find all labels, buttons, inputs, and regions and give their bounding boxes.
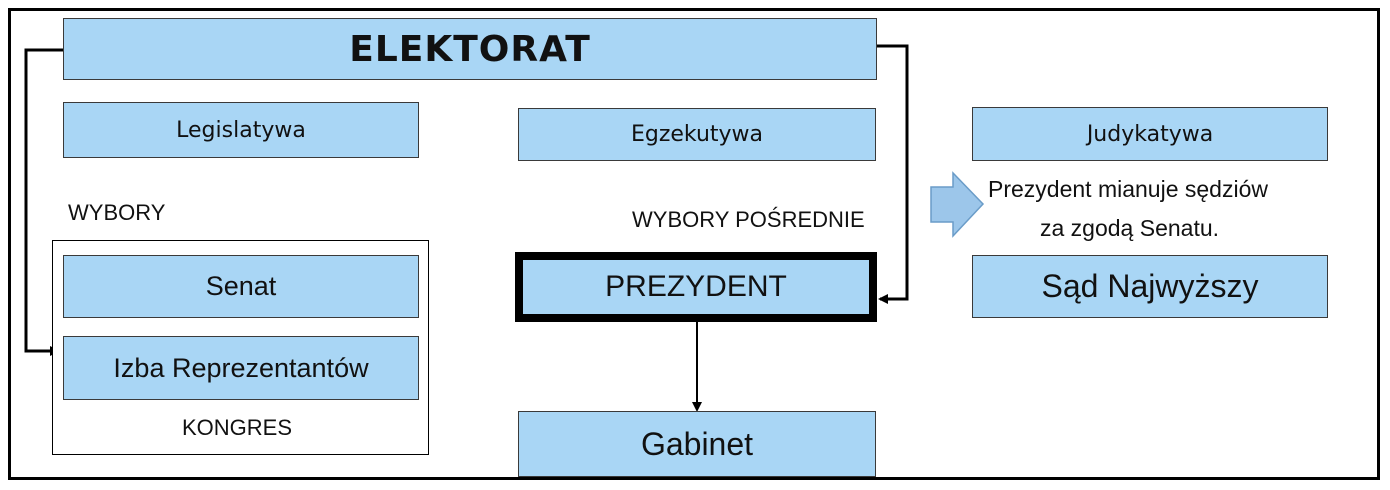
node-egzekutywa-label: Egzekutywa bbox=[630, 122, 764, 147]
node-prezydent: PREZYDENT bbox=[515, 252, 877, 322]
node-elektorat: ELEKTORAT bbox=[63, 18, 877, 80]
node-legislatywa-label: Legislatywa bbox=[176, 117, 306, 143]
connector-elektorat-to-prezydent bbox=[877, 44, 909, 304]
node-izba-label: Izba Reprezentantów bbox=[113, 352, 369, 383]
node-gabinet-label: Gabinet bbox=[640, 425, 754, 462]
node-izba-reprezentantow: Izba Reprezentantów bbox=[63, 336, 419, 400]
right-block-arrow-icon bbox=[930, 171, 985, 238]
label-mianuje-line2: za zgodą Senatu. bbox=[1040, 215, 1220, 241]
node-judykatywa: Judykatywa bbox=[972, 107, 1328, 161]
node-elektorat-label: ELEKTORAT bbox=[349, 28, 591, 70]
node-gabinet: Gabinet bbox=[518, 411, 876, 477]
label-kongres: KONGRES bbox=[182, 415, 293, 440]
node-legislatywa: Legislatywa bbox=[63, 102, 419, 158]
label-mianuje-line1: Prezydent mianuje sędziów bbox=[988, 176, 1268, 202]
node-senat: Senat bbox=[63, 255, 419, 318]
node-judykatywa-label: Judykatywa bbox=[1086, 121, 1214, 147]
node-prezydent-label: PREZYDENT bbox=[605, 270, 787, 303]
label-wybory: WYBORY bbox=[68, 200, 166, 225]
node-sad-label: Sąd Najwyższy bbox=[1041, 268, 1259, 304]
node-senat-label: Senat bbox=[205, 271, 277, 301]
connector-elektorat-to-izba bbox=[24, 48, 63, 356]
node-egzekutywa: Egzekutywa bbox=[518, 108, 876, 161]
node-sad-najwyzszy: Sąd Najwyższy bbox=[972, 255, 1328, 318]
label-wybory-posrednie: WYBORY POŚREDNIE bbox=[632, 207, 865, 232]
